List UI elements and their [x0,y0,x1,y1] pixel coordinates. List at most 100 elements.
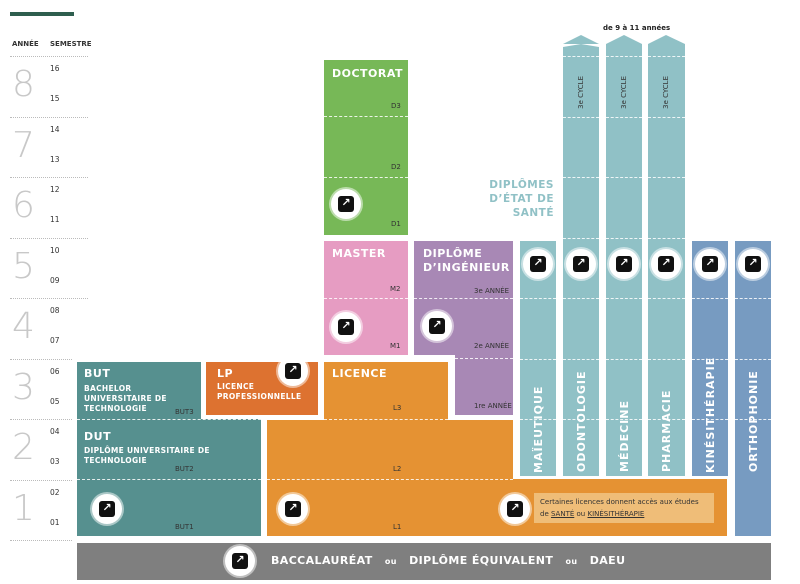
semester-number: 03 [50,457,60,466]
year-divider [10,177,88,178]
divider [563,358,599,360]
divider [324,419,448,420]
divider [606,177,642,178]
divider [77,479,261,480]
divider [563,56,599,57]
divider [563,237,599,239]
year-divider [10,298,88,299]
divider [735,298,771,299]
level-label: L3 [393,404,402,412]
arrow-link-icon[interactable]: ↗ [609,249,639,279]
divider [648,298,685,299]
year-divider [10,237,88,239]
lp-title: LP [217,367,234,380]
column-label: ORTHOPHONIE [747,370,760,472]
but-title: BUT [84,367,111,380]
divider [563,419,599,420]
arrow-link-icon[interactable]: ↗ [566,249,596,279]
year-divider [10,540,72,541]
sante-title: DIPLÔMES D’ÉTAT DE SANTÉ [489,179,554,219]
arrow-link-icon[interactable]: ↗ [278,356,308,386]
level-label: 3e ANNÉE [474,287,510,295]
arrow-up-icon [648,35,685,44]
column-label: MÉDECINE [618,400,631,472]
year-divider [10,56,88,57]
arrow-link-icon[interactable]: ↗ [422,311,452,341]
dut-title: DUT [84,430,112,443]
arrow-link-icon[interactable]: ↗ [92,494,122,524]
licence-block-l2 [267,420,513,480]
year-number: 6 [12,185,35,226]
year-divider [10,419,72,420]
divider [563,177,599,178]
semester-number: 01 [50,517,60,527]
divider [735,419,771,420]
arrow-up-icon [563,35,599,44]
bac-text: BACCALAURÉAT [271,554,373,567]
year-number: 8 [12,64,35,105]
ou-text: ou [384,557,397,566]
bac-band[interactable] [77,543,771,580]
divider [563,116,599,118]
cycle-label: 3e CYCLE [662,76,670,109]
divider [414,298,513,299]
year-divider [10,358,72,360]
semester-number: 14 [50,124,60,134]
arrow-link-icon[interactable]: ↗ [331,189,361,219]
divider [267,479,513,480]
semester-number: 06 [50,366,60,376]
header-accent-bar [10,12,74,16]
semester-number: 16 [50,64,60,73]
ingenieur-block-year1 [455,354,513,415]
but-block[interactable] [77,362,201,422]
arrow-link-icon[interactable]: ↗ [225,546,255,576]
arrow-link-icon[interactable]: ↗ [523,249,553,279]
but-subtitle: BACHELOR UNIVERSITAIRE DE TECHNOLOGIE [84,384,167,413]
arrow-up-icon [606,35,642,44]
cycle-label: 3e CYCLE [620,76,628,109]
sante-column-orthophonie[interactable] [735,241,771,536]
level-label: D1 [391,220,401,228]
note-or: ou [576,510,586,518]
equivalent-text: DIPLÔME ÉQUIVALENT [409,554,554,567]
divider [606,419,642,420]
divider [692,298,728,299]
divider [324,116,408,117]
divider [648,177,685,178]
sante-link[interactable]: SANTÉ [550,510,575,518]
bac-label: BACCALAURÉAT ou DIPLÔME ÉQUIVALENT ou DA… [271,554,625,567]
column-label: PHARMACIE [660,389,673,472]
level-label: M1 [390,342,401,350]
licence-block[interactable] [324,362,448,422]
divider [520,358,556,360]
arrow-link-icon[interactable]: ↗ [331,312,361,342]
semester-number: 13 [50,154,60,164]
ou-text: ou [565,557,578,566]
semester-number: 12 [50,185,60,194]
semestre-header: SEMESTRE [50,40,92,48]
level-label: D3 [391,102,401,110]
level-label: M2 [390,285,401,293]
master-title: MASTER [332,247,386,260]
level-label: 1re ANNÉE [474,402,512,410]
arrow-link-icon[interactable]: ↗ [278,494,308,524]
kine-link[interactable]: KINÉSITHÉRAPIE [587,510,645,518]
divider [648,116,685,118]
divider [606,116,642,118]
lp-subtitle: LICENCE PROFESSIONNELLE [217,382,302,401]
divider [324,298,408,299]
level-label: BUT2 [175,465,194,473]
semester-number: 09 [50,275,60,285]
doctorat-title: DOCTORAT [332,67,404,80]
arrow-link-icon[interactable]: ↗ [695,249,725,279]
divider [520,419,556,420]
divider [520,298,556,299]
arrow-link-icon[interactable]: ↗ [651,249,681,279]
arrow-link-icon[interactable]: ↗ [500,494,530,524]
arrow-link-icon[interactable]: ↗ [738,249,768,279]
semester-number: 11 [50,215,60,224]
year-divider [10,116,88,118]
divider [455,358,513,359]
divider [692,358,728,360]
semester-number: 08 [50,306,60,315]
